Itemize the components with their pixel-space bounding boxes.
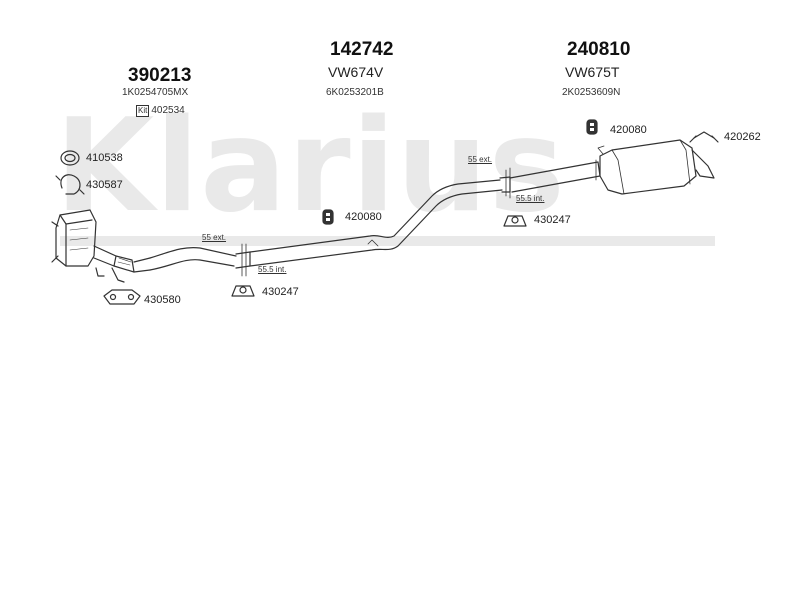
oe-number-2: 6K0253201B	[326, 87, 384, 98]
dimension-right-ext: 55 ext.	[468, 155, 493, 164]
dimension-left-int: 55.5 int.	[258, 265, 287, 274]
accessory-430587: 430587	[86, 179, 123, 191]
clip-420262-icon	[689, 131, 719, 143]
part-number-390213: 390213	[128, 65, 192, 86]
dimension-left-ext: 55 ext.	[202, 233, 227, 242]
clamp-430247-right-icon	[503, 215, 527, 227]
part-number-240810: 240810	[567, 39, 631, 60]
oe-number-3: 2K0253609N	[562, 87, 621, 98]
oe-number-1: 1K0254705MX	[122, 87, 189, 98]
accessory-430580: 430580	[144, 294, 181, 306]
accessory-420080-right: 420080	[610, 124, 647, 136]
kit-tag: Kit	[136, 105, 150, 117]
watermark-underline	[60, 236, 715, 246]
part-number-142742: 142742	[330, 39, 394, 60]
gasket-430580-icon	[103, 289, 141, 305]
brand-watermark: Klarius	[55, 92, 566, 241]
clamp-430587-icon	[55, 174, 85, 195]
clamp-430247-mid-icon	[231, 285, 255, 297]
ring-410538-icon	[60, 150, 80, 166]
accessory-430247-right: 430247	[534, 214, 571, 226]
catalytic-converter-drawing	[51, 209, 237, 283]
intermediate-pipe-drawing	[235, 167, 511, 277]
kit-number: 402534	[151, 105, 185, 116]
accessory-420080-mid: 420080	[345, 211, 382, 223]
rear-silencer-drawing	[509, 139, 715, 195]
hanger-420080-right-icon	[586, 119, 598, 135]
model-code-2: VW674V	[328, 64, 384, 80]
accessory-420262: 420262	[724, 131, 761, 143]
hanger-420080-mid-icon	[322, 209, 334, 225]
dimension-right-int: 55.5 int.	[516, 194, 545, 203]
accessory-410538: 410538	[86, 152, 123, 164]
model-code-3: VW675T	[565, 64, 620, 80]
accessory-430247-mid: 430247	[262, 286, 299, 298]
